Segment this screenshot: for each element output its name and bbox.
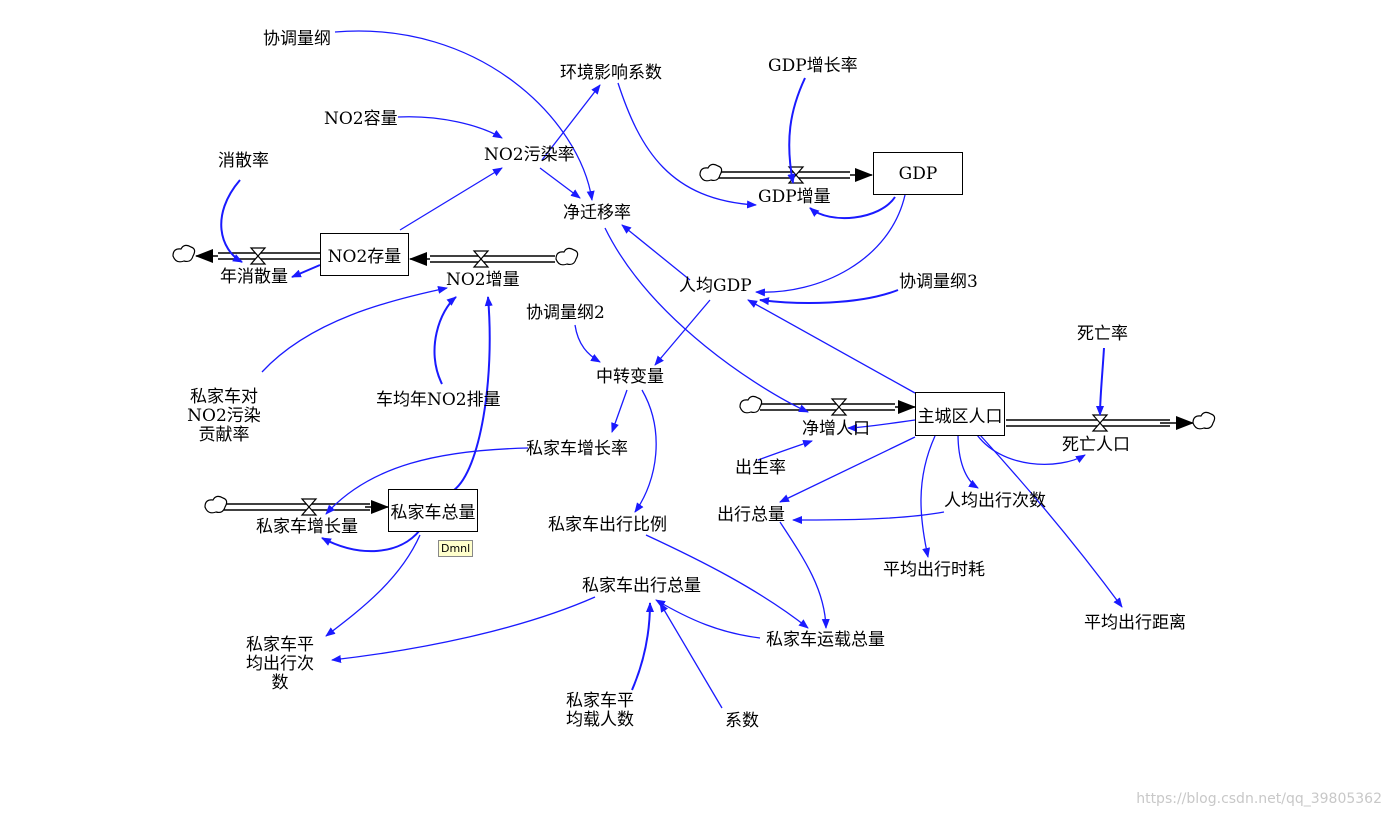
stock-no2-label: NO2存量 [327, 247, 402, 267]
var-death-rate[interactable]: 死亡率 [1077, 324, 1128, 344]
stock-gdp-label: GDP [898, 163, 938, 184]
stock-car-total[interactable]: 私家车总量 [388, 489, 478, 532]
causal-links [220, 30, 1123, 709]
cloud-icon [699, 163, 723, 182]
var-car-growth-rate[interactable]: 私家车增长率 [526, 439, 628, 459]
population-inflow-pipe [739, 395, 916, 414]
var-per-capita-trips[interactable]: 人均出行次数 [944, 491, 1046, 511]
var-car-emission[interactable]: 车均年NO2排量 [376, 390, 501, 410]
var-avg-trip-time[interactable]: 平均出行时耗 [883, 560, 985, 580]
cloud-icon [555, 247, 579, 266]
flow-no2-dissipation[interactable]: 年消散量 [220, 267, 288, 287]
flow-pop-increase[interactable]: 净增人口 [802, 419, 870, 439]
var-no2-pollution-rate[interactable]: NO2污染率 [484, 145, 575, 165]
car-increase-pipe [204, 495, 389, 514]
var-coefficient[interactable]: 系数 [725, 711, 759, 731]
var-gdp-growth-rate[interactable]: GDP增长率 [768, 56, 858, 76]
var-car-avg-trips[interactable]: 私家车平均出行次数 [246, 635, 314, 693]
var-transfer[interactable]: 中转变量 [596, 367, 664, 387]
cloud-icon [172, 244, 196, 263]
var-coord-dim[interactable]: 协调量纲 [263, 29, 331, 49]
flow-car-increase[interactable]: 私家车增长量 [256, 517, 358, 537]
stock-population[interactable]: 主城区人口 [915, 392, 1005, 436]
var-birth-rate[interactable]: 出生率 [735, 458, 786, 478]
cloud-icon [739, 395, 763, 414]
var-dissipation-rate[interactable]: 消散率 [218, 151, 269, 171]
var-car-trip-total[interactable]: 私家车出行总量 [582, 576, 701, 596]
no2-dissipation-pipe [172, 244, 320, 263]
var-coord-dim2[interactable]: 协调量纲2 [526, 303, 605, 323]
var-car-carry-total[interactable]: 私家车运载总量 [766, 630, 885, 650]
var-car-trip-ratio[interactable]: 私家车出行比例 [548, 515, 667, 535]
var-net-migration[interactable]: 净迁移率 [563, 203, 631, 223]
flow-gdp-increase[interactable]: GDP增量 [758, 187, 831, 207]
flow-deaths[interactable]: 死亡人口 [1062, 435, 1130, 455]
var-env-impact[interactable]: 环境影响系数 [560, 63, 662, 83]
gdp-flow-pipe [699, 163, 873, 182]
stock-gdp[interactable]: GDP [873, 152, 963, 195]
var-car-contribution[interactable]: 私家车对NO2污染贡献率 [187, 387, 261, 445]
var-avg-trip-distance[interactable]: 平均出行距离 [1084, 613, 1186, 633]
valve-icon [249, 166, 1109, 516]
flow-no2-increase[interactable]: NO2增量 [446, 270, 520, 290]
stock-population-label: 主城区人口 [917, 406, 1003, 427]
no2-increase-pipe [409, 247, 579, 266]
cloud-icon [1192, 411, 1216, 430]
stock-no2[interactable]: NO2存量 [320, 233, 409, 276]
var-per-capita-gdp[interactable]: 人均GDP [679, 276, 752, 296]
watermark: https://blog.csdn.net/qq_39805362 [1136, 791, 1382, 807]
var-coord-dim3[interactable]: 协调量纲3 [899, 272, 978, 292]
var-trip-total[interactable]: 出行总量 [717, 505, 785, 525]
cloud-icon [204, 495, 228, 514]
unit-tag: Dmnl [438, 540, 474, 557]
var-no2-capacity[interactable]: NO2容量 [324, 109, 398, 129]
deaths-outflow-pipe [1006, 411, 1216, 430]
stock-car-total-label: 私家车总量 [390, 503, 476, 523]
var-car-passengers[interactable]: 私家车平均载人数 [566, 691, 634, 730]
